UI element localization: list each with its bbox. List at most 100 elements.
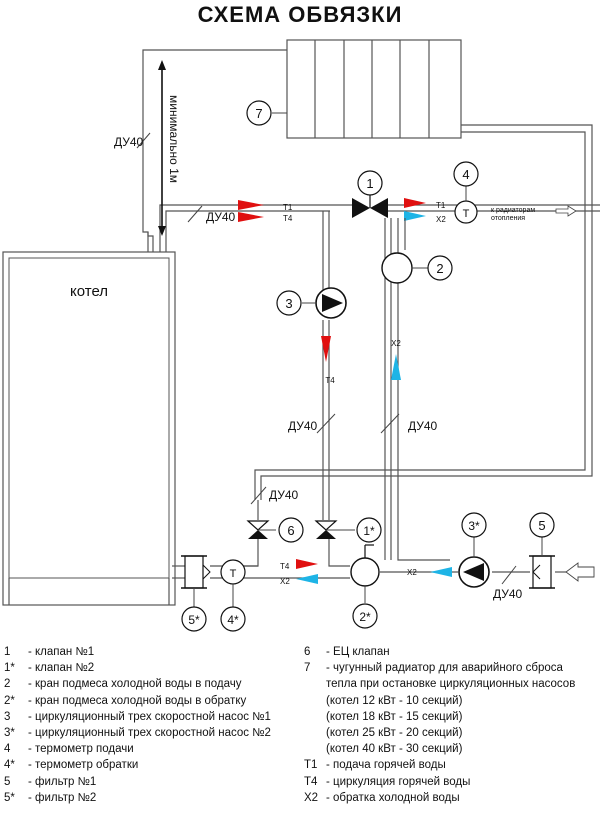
legend-key: Т1 — [304, 759, 318, 772]
legend-key — [304, 725, 326, 741]
legend-item: (котел 18 кВт - 15 секций) — [304, 709, 575, 725]
cold-flow-arrow — [391, 354, 401, 380]
svg-text:Х2: Х2 — [391, 339, 401, 348]
legend-item: 2*- кран подмеса холодной воды в обратку — [4, 693, 271, 709]
legend-right: 6 - ЕЦ клапан 7 - чугунный радиатор для ава… — [304, 644, 575, 806]
cold-flow-arrow — [430, 567, 452, 577]
svg-text:Х2: Х2 — [280, 577, 290, 586]
inlet-arrow — [565, 562, 595, 582]
legend-key: 2* — [4, 694, 15, 707]
svg-text:Х2: Х2 — [436, 215, 446, 224]
legend-item: Т1 - подача горячей воды — [304, 757, 575, 773]
du40-label: ДУ40 — [288, 419, 318, 433]
svg-text:Т1: Т1 — [283, 203, 293, 212]
legend-item: 1* - клапан №2 — [4, 660, 271, 676]
du40-label: ДУ40 — [206, 210, 236, 224]
legend-text: (котел 12 кВт - 10 секций) — [326, 694, 463, 707]
legend-item: 3 - циркуляционный трех скоростной насос … — [4, 709, 271, 725]
emergency-radiator — [254, 39, 593, 500]
legend-item: 5- фильтр №1 — [4, 774, 271, 790]
legend-key: 3* — [4, 727, 15, 740]
t4-vertical-line: Т4 ДУ40 — [288, 211, 336, 520]
legend-item: тепла при остановке циркуляционных насос… — [304, 676, 575, 692]
svg-text:2*: 2* — [359, 610, 371, 624]
legend-text: (котел 18 кВт - 15 секций) — [326, 710, 463, 723]
legend-text: - циркуляционный трех скоростной насос №… — [28, 727, 271, 740]
legend-text: - клапан №2 — [28, 662, 95, 675]
legend-text: - циркуляционный трех скоростной насос №… — [28, 710, 271, 723]
legend-item: 2- кран подмеса холодной воды в подачу — [4, 676, 271, 692]
legend-key: 5* — [4, 791, 15, 804]
legend-key — [304, 709, 326, 725]
legend-item: 5* - фильтр №2 — [4, 790, 271, 806]
svg-text:Т1: Т1 — [436, 201, 446, 210]
bottom-lines: Т4 Х2 Х2 ДУ40 — [172, 539, 595, 601]
svg-text:Т4: Т4 — [283, 214, 293, 223]
du40-left-riser: ДУ40 — [114, 132, 151, 149]
svg-text:Т: Т — [463, 208, 470, 220]
legend-key: 2 — [4, 678, 11, 691]
legend-key: 7 — [304, 662, 311, 675]
pump-2: 3* — [458, 512, 490, 588]
svg-text:к радиаторам: к радиаторам — [491, 207, 535, 214]
diagram-title: СХЕМА ОБВЯЗКИ — [197, 2, 403, 27]
legend-text: - циркуляция горячей воды — [326, 775, 471, 788]
legend-text: - подача горячей воды — [326, 759, 446, 772]
valve-2: 1* — [314, 517, 382, 543]
svg-text:5*: 5* — [188, 613, 200, 627]
legend-key: 3 — [4, 710, 11, 723]
legend-item: Т4 - циркуляция горячей воды — [304, 774, 575, 790]
legend-item: 3* - циркуляционный трех скоростной насос… — [4, 725, 271, 741]
legend-item: 1 - клапан №1 — [4, 644, 271, 660]
boiler: котел — [2, 251, 176, 606]
legend-key: 1* — [4, 662, 15, 675]
hot-flow-arrow — [238, 212, 264, 222]
thermometer-supply: Т 4 — [453, 161, 479, 224]
legend-text: тепла при остановке циркуляционных насос… — [326, 678, 576, 691]
legend-text: (котел 40 кВт - 30 секций) — [326, 743, 463, 756]
mixing-tap-return: 2* — [350, 544, 380, 629]
min-distance-label: минимально 1м — [167, 95, 181, 183]
hot-flow-arrow — [321, 336, 331, 362]
legend-key: 1 — [4, 646, 11, 658]
legend-key — [304, 676, 326, 692]
legend-text: - чугунный радиатор для аварийного сброс… — [326, 662, 563, 675]
hot-flow-arrow — [296, 559, 318, 569]
boiler-connections — [142, 49, 360, 252]
svg-text:4*: 4* — [227, 613, 239, 627]
svg-text:4: 4 — [462, 167, 469, 182]
filter-2: 5* — [181, 555, 211, 632]
cold-flow-arrow — [404, 211, 426, 221]
du40-label: ДУ40 — [493, 587, 523, 601]
svg-text:Т4: Т4 — [280, 562, 290, 571]
legend-key: 6 — [304, 646, 311, 658]
ec-valve: 6 ДУ40 — [246, 486, 304, 543]
legend-text: - ЕЦ клапан — [326, 646, 390, 658]
legend-text: (котел 25 кВт - 20 секций) — [326, 727, 463, 740]
svg-text:3: 3 — [285, 296, 292, 311]
legend-text: - обратка холодной воды — [326, 791, 460, 804]
svg-text:Т4: Т4 — [325, 376, 335, 385]
legend-key — [304, 693, 326, 709]
legend-text: - клапан №1 — [28, 646, 95, 658]
hot-flow-arrow — [404, 198, 426, 208]
legend-item: (котел 12 кВт - 10 секций) — [304, 693, 575, 709]
legend-text: - термометр подачи — [28, 743, 134, 756]
legend-item: 4*- термометр обратки — [4, 757, 271, 773]
supply-line: ДУ40 Т1 Т4 Т1 Х2 к радиаторам отопления — [187, 198, 600, 224]
hot-flow-arrow — [238, 200, 264, 210]
boiler-label: котел — [70, 283, 108, 300]
legend-key: Т4 — [304, 775, 318, 788]
marker-7: 7 — [246, 100, 287, 126]
svg-text:1*: 1* — [363, 524, 375, 538]
pump-1: 3 — [276, 287, 347, 319]
legend-text: - фильтр №2 — [28, 791, 97, 804]
legend-item: 6 - ЕЦ клапан — [304, 644, 575, 660]
svg-text:3*: 3* — [468, 519, 480, 533]
svg-text:1: 1 — [366, 176, 373, 191]
svg-text:7: 7 — [255, 106, 262, 121]
thermometer-return: Т 4* — [220, 559, 246, 632]
legend-item: 7 - чугунный радиатор для аварийного сбро… — [304, 660, 575, 676]
legend-key: 4* — [4, 759, 15, 772]
svg-text:Т: Т — [230, 568, 237, 580]
